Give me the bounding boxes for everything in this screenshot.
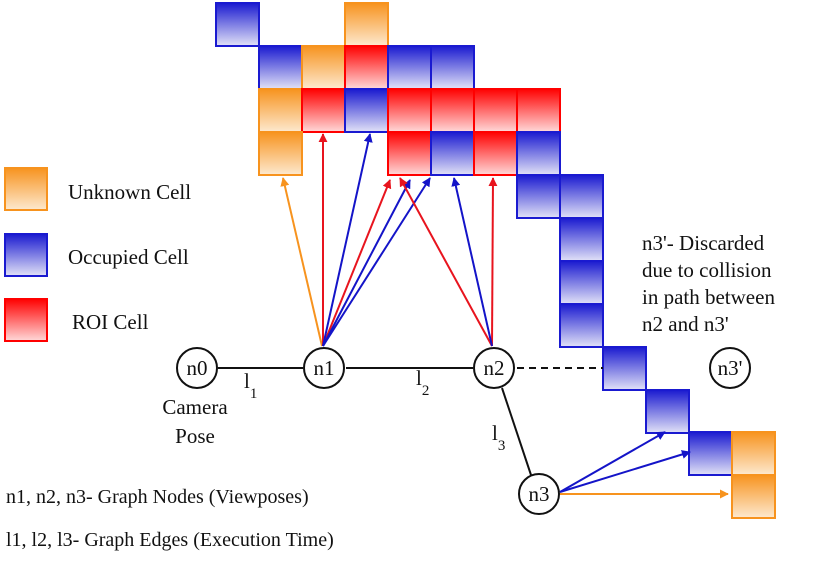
occupied-cell bbox=[602, 346, 647, 391]
graph-nodes: n0 n1 n2 n3 n3' bbox=[176, 347, 751, 515]
svg-text:Pose: Pose bbox=[175, 424, 215, 448]
node-n2-label: n2 bbox=[484, 356, 505, 380]
svg-text:Camera: Camera bbox=[162, 395, 228, 419]
occupied-cell bbox=[516, 131, 561, 176]
svg-text:n3'- Discarded: n3'- Discarded bbox=[642, 231, 765, 255]
node-n1: n1 bbox=[303, 347, 345, 389]
camera-pose-label: Camera Pose bbox=[162, 395, 228, 448]
occupied-cell bbox=[559, 303, 604, 348]
arrow-n3-occupied-b bbox=[559, 450, 691, 493]
occupied-cell bbox=[516, 174, 561, 219]
arrow-n1-unknown bbox=[280, 177, 323, 347]
occupied-cell bbox=[430, 45, 475, 90]
unknown-cell bbox=[301, 45, 346, 90]
occupied-cell bbox=[344, 88, 389, 133]
edge-label-l1: l1 bbox=[244, 369, 257, 402]
svg-text:in path between: in path between bbox=[642, 285, 775, 309]
graph-edges bbox=[218, 367, 603, 479]
unknown-cell bbox=[344, 2, 389, 47]
node-n3: n3 bbox=[518, 473, 560, 515]
arrow-n2-occupied-a bbox=[451, 177, 493, 347]
grid-cells bbox=[215, 2, 776, 519]
edge-labels: l1 l2 l3 bbox=[244, 366, 505, 454]
arrow-n2-roi-a bbox=[399, 177, 493, 347]
node-n0: n0 bbox=[176, 347, 218, 389]
legend-label-occupied: Occupied Cell bbox=[68, 245, 189, 269]
arrow-n2-roi-b bbox=[488, 177, 498, 347]
arrow-n1-occupied-b bbox=[322, 179, 411, 347]
edge-n2-n3 bbox=[501, 387, 533, 479]
svg-text:n2 and n3': n2 and n3' bbox=[642, 312, 729, 336]
legend-swatch-occupied bbox=[4, 233, 48, 277]
roi-cell bbox=[473, 131, 518, 176]
arrow-n1-roi-b bbox=[322, 179, 392, 347]
occupied-cell bbox=[215, 2, 260, 47]
unknown-cell bbox=[258, 88, 303, 133]
roi-cell bbox=[387, 131, 432, 176]
roi-cell bbox=[473, 88, 518, 133]
arrow-n3-occupied-a bbox=[559, 431, 666, 493]
occupied-cell bbox=[258, 45, 303, 90]
node-n3-prime: n3' bbox=[709, 347, 751, 389]
occupied-cell bbox=[559, 260, 604, 305]
footnote-nodes: n1, n2, n3- Graph Nodes (Viewposes) bbox=[6, 486, 309, 508]
edge-label-l3: l3 bbox=[492, 421, 505, 454]
node-n1-label: n1 bbox=[314, 356, 335, 380]
unknown-cell bbox=[731, 431, 776, 476]
node-n3-label: n3 bbox=[529, 482, 550, 506]
unknown-cell bbox=[731, 474, 776, 519]
roi-cell bbox=[301, 88, 346, 133]
roi-cell bbox=[387, 88, 432, 133]
footnotes: n1, n2, n3- Graph Nodes (Viewposes) l1, … bbox=[6, 486, 334, 551]
roi-cell bbox=[344, 45, 389, 90]
occupied-cell bbox=[559, 217, 604, 262]
legend: Unknown Cell Occupied Cell ROI Cell bbox=[4, 167, 191, 342]
legend-label-unknown: Unknown Cell bbox=[68, 180, 191, 204]
occupied-cell bbox=[559, 174, 604, 219]
edge-label-l2: l2 bbox=[416, 366, 429, 399]
node-n2: n2 bbox=[473, 347, 515, 389]
occupied-cell bbox=[688, 431, 733, 476]
legend-swatch-unknown bbox=[4, 167, 48, 211]
view-arrows bbox=[280, 133, 729, 499]
legend-swatch-roi bbox=[4, 298, 48, 342]
arrow-n1-occupied-a bbox=[322, 133, 373, 347]
footnote-edges: l1, l2, l3- Graph Edges (Execution Time) bbox=[6, 529, 334, 551]
occupied-cell bbox=[430, 131, 475, 176]
legend-label-roi: ROI Cell bbox=[72, 310, 149, 334]
occupied-cell bbox=[645, 389, 690, 434]
occupied-cell bbox=[387, 45, 432, 90]
discard-note: n3'- Discarded due to collision in path … bbox=[642, 231, 775, 336]
roi-cell bbox=[430, 88, 475, 133]
arrow-n1-occupied-c bbox=[322, 177, 431, 347]
roi-cell bbox=[516, 88, 561, 133]
node-n0-label: n0 bbox=[187, 356, 208, 380]
node-n3-prime-label: n3' bbox=[718, 356, 743, 380]
unknown-cell bbox=[258, 131, 303, 176]
svg-text:due to collision: due to collision bbox=[642, 258, 772, 282]
